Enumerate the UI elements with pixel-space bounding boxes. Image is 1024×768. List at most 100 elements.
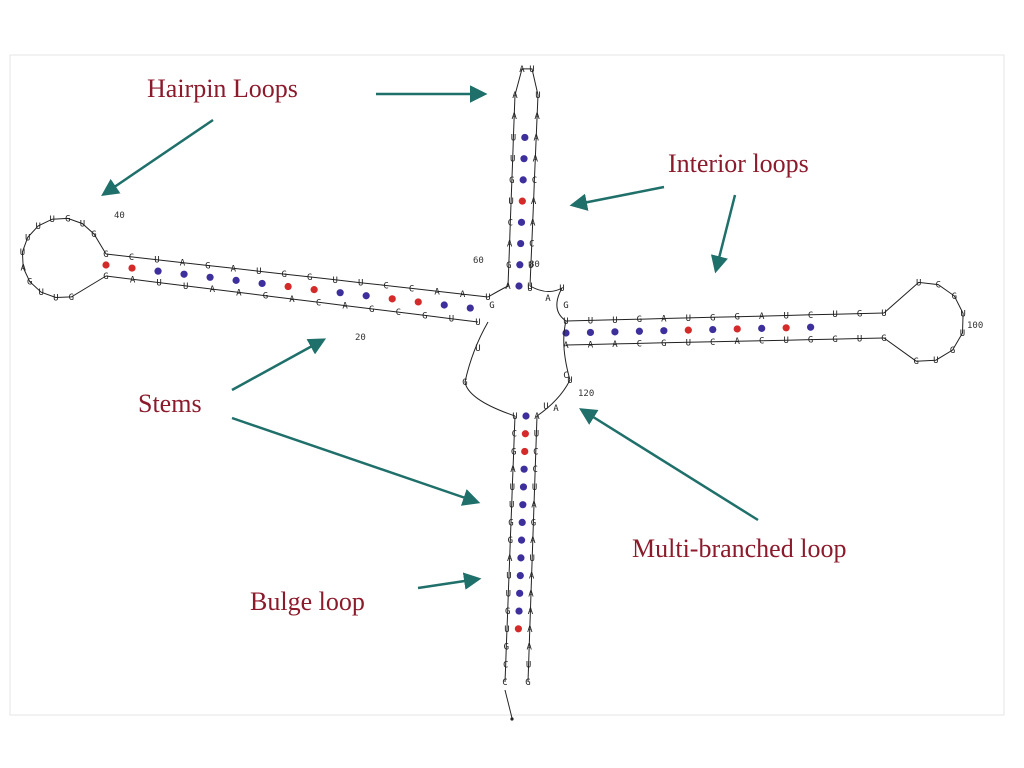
bottom-tail-backbone: [504, 689, 513, 719]
left-top-base: A: [434, 287, 440, 297]
label-stems: Stems: [138, 389, 202, 418]
left-stem-bond: [232, 276, 240, 284]
bottom-stem-bond: [516, 589, 524, 597]
left-stem-bond: [284, 282, 292, 291]
left-bottom-base: U: [156, 279, 161, 289]
left-bottom-backbone: [105, 275, 479, 323]
left-stem-bond: [310, 286, 318, 294]
right-top-base: A: [661, 315, 667, 325]
left-loop-base: G: [91, 230, 96, 240]
left-bottom-base: A: [342, 302, 348, 312]
label-hairpin-loops: Hairpin Loops: [147, 74, 298, 103]
right-stem-bond: [635, 327, 643, 335]
left-stem-bond: [336, 289, 344, 297]
left-loop-base: G: [27, 278, 32, 288]
right-loop-backbone: [883, 281, 964, 362]
left-stem-bond: [414, 298, 422, 306]
left-bottom-base: U: [475, 318, 480, 328]
left-bottom-base: G: [422, 311, 427, 321]
junction-backbone-left: [464, 321, 516, 417]
right-top-base: U: [783, 311, 788, 321]
right-top-base: U: [588, 316, 593, 326]
bottom-right-base: G: [525, 678, 530, 688]
junction-base: C: [563, 371, 568, 381]
right-bottom-base: U: [783, 336, 788, 346]
diagram-frame: [9, 54, 1005, 716]
index-80: 80: [529, 260, 540, 270]
right-bottom-base: A: [735, 337, 741, 347]
left-top-base: A: [460, 290, 466, 300]
right-bottom-base: G: [808, 336, 813, 346]
right-top-base: U: [686, 314, 691, 324]
top-stem-bond: [515, 282, 523, 290]
left-bottom-base: A: [236, 288, 242, 298]
left-bottom-base: C: [316, 298, 321, 308]
left-bottom-base: C: [396, 308, 401, 318]
left-stem-bond: [466, 304, 474, 312]
junction-backbone-right: [536, 320, 571, 417]
bottom-stem-bond: [517, 554, 525, 562]
bottom-stem-bond: [521, 447, 529, 456]
left-loop-base: U: [39, 288, 44, 298]
top-left-base: A: [505, 282, 511, 292]
left-top-base: U: [485, 293, 490, 303]
index-100: 100: [967, 321, 983, 331]
right-stem-bond: [684, 326, 692, 334]
top-stem-bond: [520, 155, 528, 163]
top-right-base: U: [527, 282, 532, 292]
left-top-base: U: [154, 256, 159, 266]
left-stem-bond: [102, 261, 110, 269]
left-stem-bond: [362, 292, 370, 300]
bottom-stem-bond: [520, 465, 528, 473]
left-stem-bond: [154, 267, 162, 275]
right-top-base: C: [808, 311, 813, 321]
right-loop-base: C: [935, 281, 940, 291]
bottom-stem-bond: [519, 501, 527, 509]
left-top-base: C: [383, 282, 388, 292]
left-loop-base: G: [65, 214, 70, 224]
top-right-backbone: [529, 94, 539, 287]
top-left-backbone: [507, 94, 516, 287]
right-bottom-backbone: [565, 337, 885, 346]
right-bottom-base: A: [612, 340, 618, 350]
junction-base: G: [563, 301, 568, 311]
right-top-base: G: [710, 313, 715, 323]
right-loop-base: U: [933, 356, 938, 366]
arrow-multi-branched: [579, 408, 759, 522]
junction-base: U: [543, 402, 548, 412]
right-stem-bond: [782, 324, 790, 332]
left-bottom-base: U: [449, 315, 454, 325]
left-top-base: A: [180, 259, 186, 269]
junction-backbone-upper-left: [487, 285, 509, 298]
right-stem-bond: [733, 325, 741, 333]
right-bottom-base: G: [881, 334, 886, 344]
arrow-stems-left: [231, 338, 327, 392]
bottom-left-base: C: [502, 678, 507, 688]
left-top-base: G: [307, 273, 312, 283]
left-top-base: U: [256, 267, 261, 277]
left-bottom-base: A: [210, 285, 216, 295]
right-stem-bond: [709, 325, 717, 334]
bottom-left-backbone: [504, 415, 516, 683]
index-120: 120: [578, 389, 594, 399]
bottom-stem-bond: [519, 483, 528, 491]
top-stem-bond: [517, 218, 526, 226]
left-top-base: C: [129, 253, 134, 263]
strand-end-dot: [510, 717, 514, 721]
left-bottom-base: U: [183, 282, 188, 292]
arrow-bulge: [417, 572, 482, 590]
right-bottom-base: C: [710, 338, 715, 348]
arrow-stems-bottom: [231, 416, 481, 506]
left-top-base: U: [332, 276, 337, 286]
right-loop-base: G: [914, 357, 919, 367]
right-loop-base: U: [916, 278, 921, 288]
right-stem-bond: [611, 328, 619, 336]
right-stem-bond: [758, 324, 766, 332]
bottom-stem-bond: [522, 412, 530, 420]
bottom-stem-bond: [516, 572, 524, 580]
right-bottom-base: U: [686, 338, 691, 348]
top-stem-bond: [517, 239, 525, 248]
right-bottom-base: A: [563, 341, 569, 351]
right-stem-bond: [660, 327, 668, 335]
right-bottom-base: G: [832, 335, 837, 345]
